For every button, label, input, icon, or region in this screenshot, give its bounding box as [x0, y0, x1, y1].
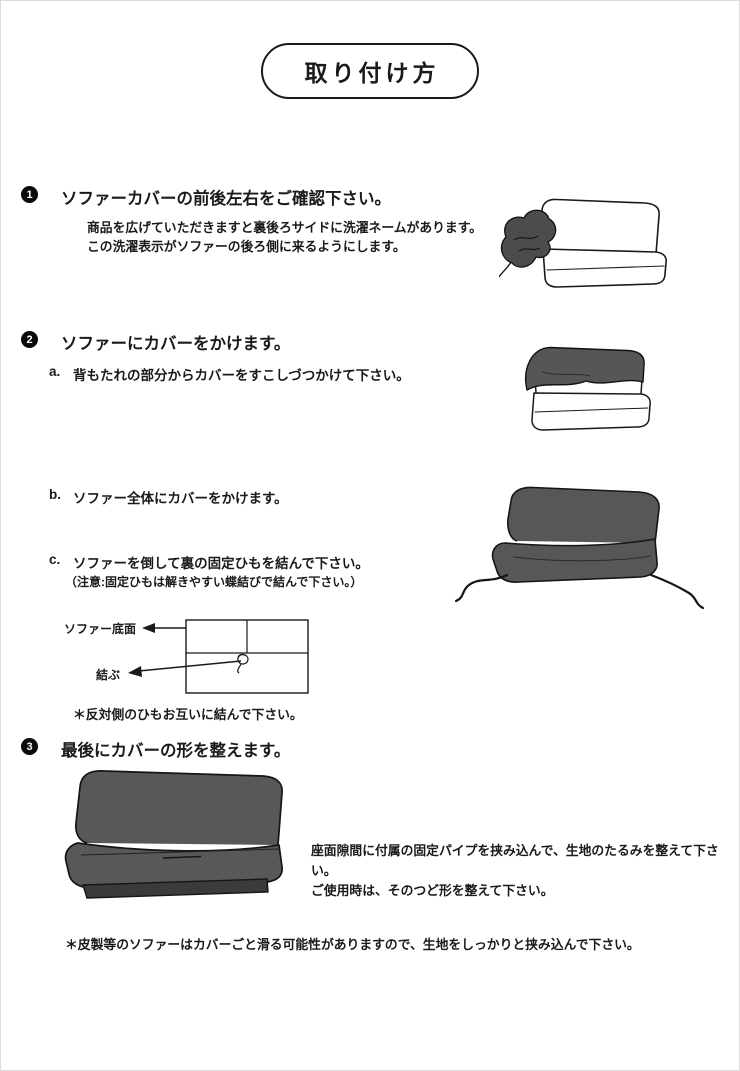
sofa1-backrest — [538, 198, 660, 255]
cover-bundle — [499, 209, 557, 278]
substep-c-text: ソファーを倒して裏の固定ひもを結んで下さい。 — [73, 556, 369, 571]
step2-heading: ソファーにカバーをかけます。 — [61, 335, 291, 353]
sofa4-backrest — [75, 770, 283, 846]
sofa2-base — [531, 392, 651, 431]
step3-number: 3 — [26, 740, 33, 753]
substep-b-label: b. — [49, 487, 61, 502]
step3-body-line1: 座面隙間に付属の固定パイプを挟み込んで、生地のたるみを整えて下さい。 — [311, 843, 719, 878]
substep-c-note: （注意:固定ひもは解きやすい蝶結びで結んで下さい。） — [65, 575, 363, 589]
step1-body-line2: この洗濯表示がソファーの後ろ側に来るようにします。 — [87, 239, 406, 254]
sofa-illustration-covered-with-cords — [454, 486, 705, 610]
step1-body: 商品を広げていただきますと裏後ろサイドに洗濯ネームがあります。 この洗濯表示がソ… — [87, 218, 482, 256]
sofa4-seat-gap — [162, 855, 202, 859]
step3-body-line2: ご使用時は、そのつど形を整えて下さい。 — [311, 883, 554, 898]
title-badge: 取り付け方 — [261, 43, 479, 99]
sofa-illustration-check-orientation — [499, 198, 667, 288]
step1-heading: ソファーカバーの前後左右をご確認下さい。 — [61, 190, 391, 208]
step2-substep-b: b. ソファー全体にカバーをかけます。 — [49, 487, 288, 507]
sofa4-seam — [80, 848, 280, 856]
step3-body: 座面隙間に付属の固定パイプを挟み込んで、生地のたるみを整えて下さい。 ご使用時は… — [311, 841, 739, 901]
sofa2-seam — [534, 407, 649, 413]
sofa3-seam — [512, 555, 652, 562]
step3-number-icon: 3 — [21, 738, 38, 755]
arrow-to-tie-label-icon — [128, 660, 242, 677]
footer-note: ＊皮製等のソファーはカバーごと滑る可能性がありますので、生地をしっかりと挟み込ん… — [65, 937, 640, 952]
substep-c-label: c. — [49, 552, 61, 567]
tie-cord-right — [649, 573, 705, 610]
diagram-label-tie: 結ぶ — [96, 668, 121, 682]
page-title: 取り付け方 — [304, 60, 440, 86]
step2-number: 2 — [26, 333, 33, 346]
step2-substep-a: a. 背もたれの部分からカバーをすこしづつかけて下さい。 — [49, 364, 410, 384]
step3-heading: 最後にカバーの形を整えます。 — [61, 742, 291, 760]
substep-b-text: ソファー全体にカバーをかけます。 — [73, 491, 288, 506]
step2-number-icon: 2 — [21, 331, 38, 348]
sofa4-base — [82, 878, 269, 899]
sofa-bottom-diagram — [128, 619, 309, 694]
sofa2-cover — [525, 346, 645, 391]
step1-number-icon: 1 — [21, 186, 38, 203]
tie-cord-left — [454, 573, 509, 603]
sofa-illustration-final-shape — [64, 770, 283, 899]
sofa1-seam — [546, 265, 665, 271]
substep-a-text: 背もたれの部分からカバーをすこしづつかけて下さい。 — [73, 368, 410, 383]
substep-a-label: a. — [49, 364, 61, 379]
sofa-illustration-drape-backrest — [525, 346, 651, 431]
step1-number: 1 — [26, 188, 33, 201]
bow-knot-icon — [237, 653, 249, 674]
diagram-note: ＊反対側のひもお互いに結んで下さい。 — [73, 707, 303, 722]
arrow-to-bottom-label-icon — [142, 623, 186, 633]
sofa2-cover-fold — [541, 371, 591, 377]
step1-body-line1: 商品を広げていただきますと裏後ろサイドに洗濯ネームがあります。 — [87, 220, 483, 235]
step2-substep-c: c. ソファーを倒して裏の固定ひもを結んで下さい。 — [49, 552, 369, 572]
diagram-label-sofa-bottom: ソファー底面 — [64, 622, 137, 636]
sofa3-backrest — [507, 486, 660, 544]
